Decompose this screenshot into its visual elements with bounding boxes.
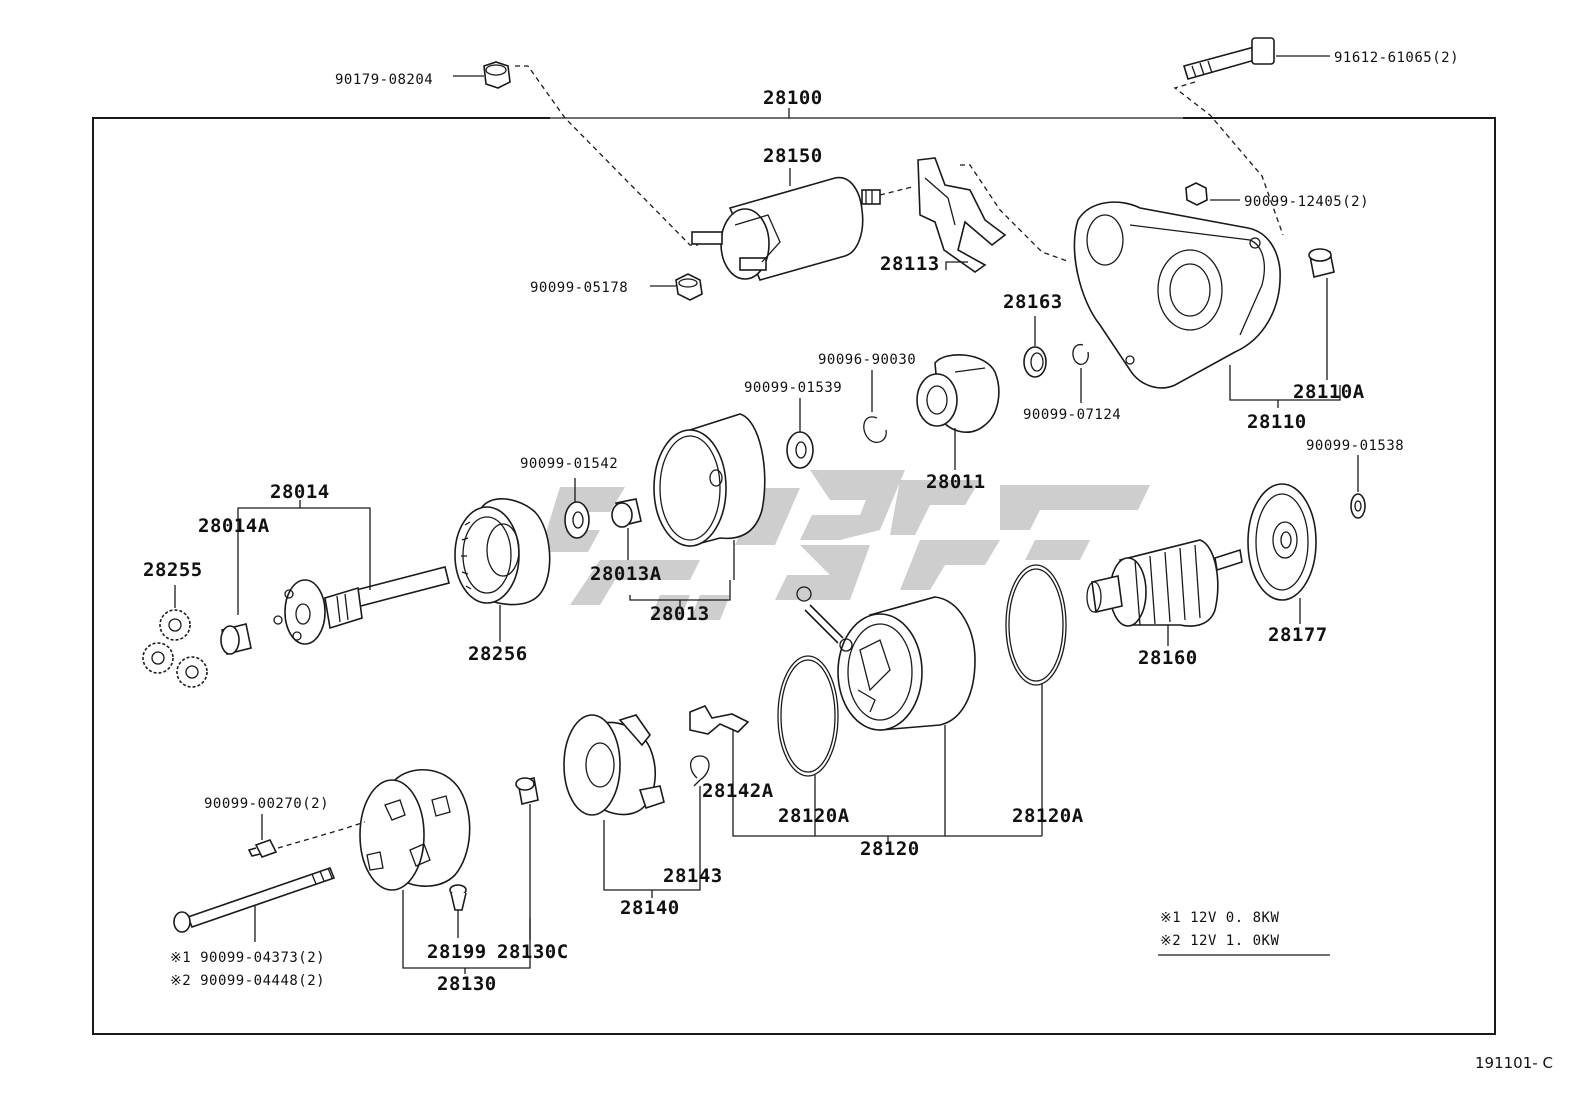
internal-gear-28256: 28256 [454,498,551,665]
assembly-frame: 28100 [92,87,1496,1035]
label-28140: 28140 [620,897,680,919]
label-bolt-variant-1: ※1 90099-04373(2) [170,950,325,966]
planetary-gears-28255: 28255 [142,559,208,688]
label-28142A: 28142A [702,780,774,802]
label-90179-08204: 90179-08204 [335,72,433,88]
bushing-28130C: 28130C [497,777,569,963]
label-28130C: 28130C [497,941,569,963]
yoke-28120 [796,586,976,836]
bolt-91612-61065: 91612-61065(2) [1173,37,1459,236]
group-28120-leader: 28120 [732,720,1042,860]
lever-28113: 28113 [880,157,1071,275]
label-28163: 28163 [1003,291,1063,313]
washer-90099-01538: 90099-01538 [1306,438,1404,519]
bearing-28163: 28163 [1003,291,1063,378]
screw-90099-00270: 90099-00270(2) [204,796,366,858]
o-ring-28120A-left: 28120A [777,655,850,836]
label-28177: 28177 [1268,624,1328,646]
label-28160: 28160 [1138,647,1198,669]
label-28130: 28130 [437,973,497,995]
washer-90099-01542: 90099-01542 [520,456,618,539]
label-bolt-variant-2: ※2 90099-04448(2) [170,973,325,989]
label-28013A: 28013A [590,563,662,585]
nut-90179-08204: 90179-08204 [335,61,698,246]
label-28255: 28255 [143,559,203,581]
cover-28177: 28177 [1247,483,1328,646]
brush-holder-28140: 28143 28140 [563,714,723,919]
label-28120: 28120 [860,838,920,860]
label-90099-05178: 90099-05178 [530,280,628,296]
label-28199: 28199 [427,941,487,963]
label-28113: 28113 [880,253,940,275]
through-bolt: ※1 90099-04373(2) ※2 90099-04448(2) [170,866,336,989]
bushing-28013A: 28013A 28013 [590,498,731,625]
bushing-28014A: 28014A [198,515,270,655]
legend-row-2: ※2 12V 1. 0KW [1160,933,1279,949]
shaft-28014: 28014 [237,481,450,645]
clutch-28011: 28011 [916,354,1000,493]
label-90099-01539: 90099-01539 [744,380,842,396]
label-28011: 28011 [926,471,986,493]
label-90099-07124: 90099-07124 [1023,407,1121,423]
diagram-code: 191101- C [1475,1054,1553,1072]
label-28143: 28143 [663,865,723,887]
housing-28110: 28110 [1073,201,1341,433]
o-ring-28120A-right: 28120A [1005,564,1084,836]
grommet-28199: 28199 [427,884,487,963]
label-90099-00270: 90099-00270(2) [204,796,329,812]
spring-28142A: 28142A [689,705,774,870]
nut-90099-05178: 90099-05178 [530,273,703,301]
bushing-28110A: 28110A [1293,248,1365,403]
legend-row-1: ※1 12V 0. 8KW [1160,910,1279,926]
label-28120A-right: 28120A [1012,805,1084,827]
solenoid-28150: 28150 [691,145,913,281]
rating-legend: ※1 12V 0. 8KW ※2 12V 1. 0KW [1158,910,1330,956]
label-28110A: 28110A [1293,381,1365,403]
label-28014: 28014 [270,481,330,503]
gear-housing-28013 [653,413,766,580]
label-28150: 28150 [763,145,823,167]
assembly-number: 28100 [763,87,823,109]
label-91612-61065: 91612-61065(2) [1334,50,1459,66]
armature-28160: 28160 [1086,539,1243,669]
label-90099-12405: 90099-12405(2) [1244,194,1369,210]
label-28120A-left: 28120A [778,805,850,827]
snap-ring-90099-07124: 90099-07124 [1023,343,1121,423]
label-90099-01542: 90099-01542 [520,456,618,472]
label-28110: 28110 [1247,411,1307,433]
label-90096-90030: 90096-90030 [818,352,916,368]
label-28014A: 28014A [198,515,270,537]
end-frame-28130: 28130 [359,769,531,995]
washer-90099-01539: 90099-01539 [744,380,842,469]
label-28256: 28256 [468,643,528,665]
label-90099-01538: 90099-01538 [1306,438,1404,454]
retainer-90096-90030: 90096-90030 [818,352,916,444]
nut-90099-12405: 90099-12405(2) [1185,182,1369,210]
label-28013: 28013 [650,603,710,625]
watermark-logo [540,470,1150,620]
